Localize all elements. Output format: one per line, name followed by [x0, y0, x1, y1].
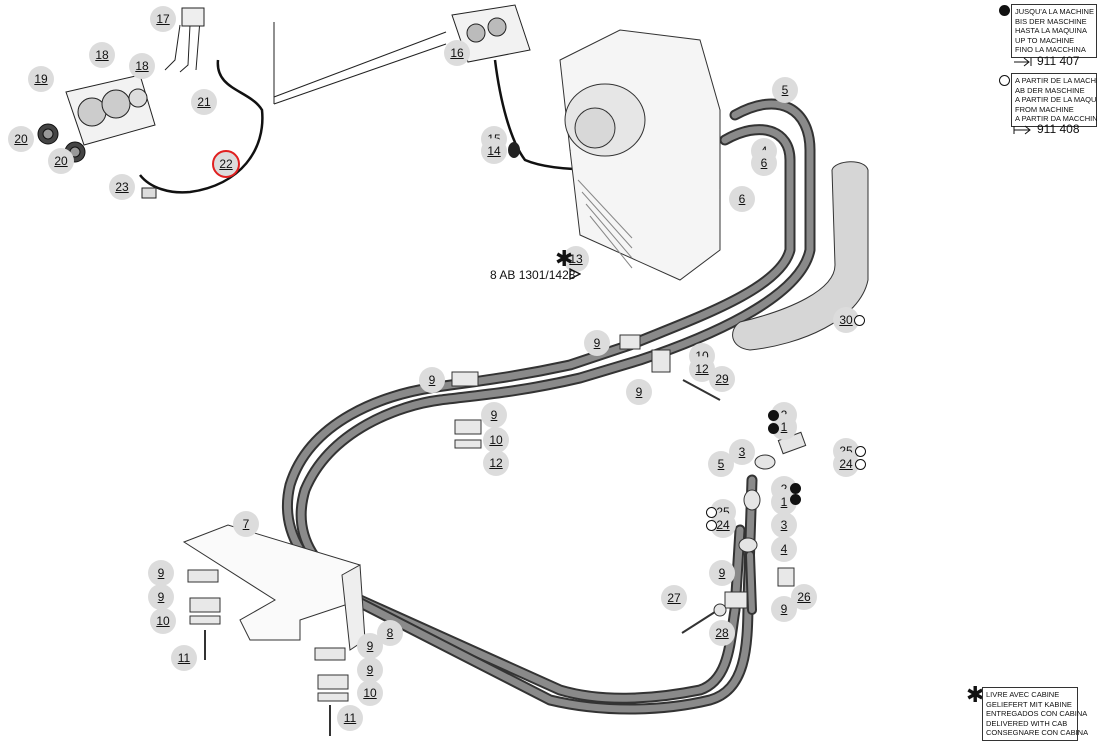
callout-11[interactable]: 11: [337, 705, 363, 731]
legend-hollow-dot-icon: [999, 75, 1010, 86]
callout-9[interactable]: 9: [357, 657, 383, 683]
callout-3[interactable]: 3: [771, 512, 797, 538]
bubble-from-machine: [706, 507, 717, 518]
star-icon: ✱: [555, 246, 574, 271]
air-duct-30: [732, 161, 869, 351]
bubble-up-to-machine: [768, 410, 779, 421]
callout-4[interactable]: 4: [771, 536, 797, 562]
bolts: [204, 379, 721, 736]
callout-18[interactable]: 18: [129, 53, 155, 79]
callout-5[interactable]: 5: [772, 77, 798, 103]
callout-21[interactable]: 21: [191, 89, 217, 115]
bubble-up-to-machine: [790, 494, 801, 505]
inset-leader-lines: [273, 22, 447, 105]
clip-23: [141, 187, 157, 199]
callout-9[interactable]: 9: [148, 584, 174, 610]
bubble-from-machine: [854, 315, 865, 326]
arrow-to-icon: [1014, 57, 1032, 67]
callout-9[interactable]: 9: [626, 379, 652, 405]
serial-reference: 8 AB 1301/1428: [490, 268, 576, 282]
callout-10[interactable]: 10: [483, 427, 509, 453]
callout-5[interactable]: 5: [708, 451, 734, 477]
callout-28[interactable]: 28: [709, 620, 735, 646]
callout-9[interactable]: 9: [419, 367, 445, 393]
callout-6[interactable]: 6: [751, 150, 777, 176]
callout-20[interactable]: 20: [8, 126, 34, 152]
hoses: [281, 98, 816, 715]
control-panel-inset: [65, 74, 156, 146]
bubble-up-to-machine: [790, 483, 801, 494]
arrow-from-icon: [1013, 125, 1031, 135]
callout-10[interactable]: 10: [357, 680, 383, 706]
knob-20a: [37, 123, 59, 145]
fittings: [713, 431, 807, 617]
triangle-icon: [569, 268, 581, 280]
callout-24[interactable]: 24: [833, 451, 859, 477]
legend-up-to-machine: JUSQU'A LA MACHINE BIS DER MASCHINE HAST…: [1011, 4, 1097, 58]
bracket-7: [182, 524, 366, 651]
callout-22-highlighted[interactable]: 22: [212, 150, 240, 178]
callout-9[interactable]: 9: [357, 633, 383, 659]
heater-unit: [559, 29, 721, 281]
bubble-from-machine: [706, 520, 717, 531]
callout-12[interactable]: 12: [483, 450, 509, 476]
callout-13[interactable]: 13: [563, 246, 589, 272]
legend-from-machine: A PARTIR DE LA MACHINE AB DER MASCHINE A…: [1011, 73, 1097, 127]
legend-solid-dot-icon: [999, 5, 1010, 16]
bubble-from-machine: [855, 446, 866, 457]
callout-23[interactable]: 23: [109, 174, 135, 200]
legend-delivered-with-cab: LIVRE AVEC CABINE GELIEFERT MIT KABINE E…: [982, 687, 1088, 741]
wiring-harness-17: [164, 7, 205, 73]
callout-16[interactable]: 16: [444, 40, 470, 66]
callout-9[interactable]: 9: [148, 560, 174, 586]
callout-9[interactable]: 9: [771, 596, 797, 622]
callout-11[interactable]: 11: [171, 645, 197, 671]
callout-9[interactable]: 9: [709, 560, 735, 586]
bubble-from-machine: [855, 459, 866, 470]
callout-14[interactable]: 14: [481, 138, 507, 164]
bubble-up-to-machine: [768, 423, 779, 434]
star-icon: ✱: [966, 682, 985, 707]
callout-19[interactable]: 19: [28, 66, 54, 92]
callout-7[interactable]: 7: [233, 511, 259, 537]
callout-17[interactable]: 17: [150, 6, 176, 32]
callout-18[interactable]: 18: [89, 42, 115, 68]
callout-30[interactable]: 30: [833, 307, 859, 333]
clamps: [187, 334, 795, 702]
callout-27[interactable]: 27: [661, 585, 687, 611]
legend-up-to-number: 911 407: [1037, 54, 1080, 68]
callout-29[interactable]: 29: [709, 366, 735, 392]
cable-22: [139, 59, 264, 194]
callout-20[interactable]: 20: [48, 148, 74, 174]
legend-from-number: 911 408: [1037, 122, 1080, 136]
connector-14: [508, 142, 520, 158]
callout-6[interactable]: 6: [729, 186, 755, 212]
callout-9[interactable]: 9: [481, 402, 507, 428]
callout-10[interactable]: 10: [150, 608, 176, 634]
callout-9[interactable]: 9: [584, 330, 610, 356]
